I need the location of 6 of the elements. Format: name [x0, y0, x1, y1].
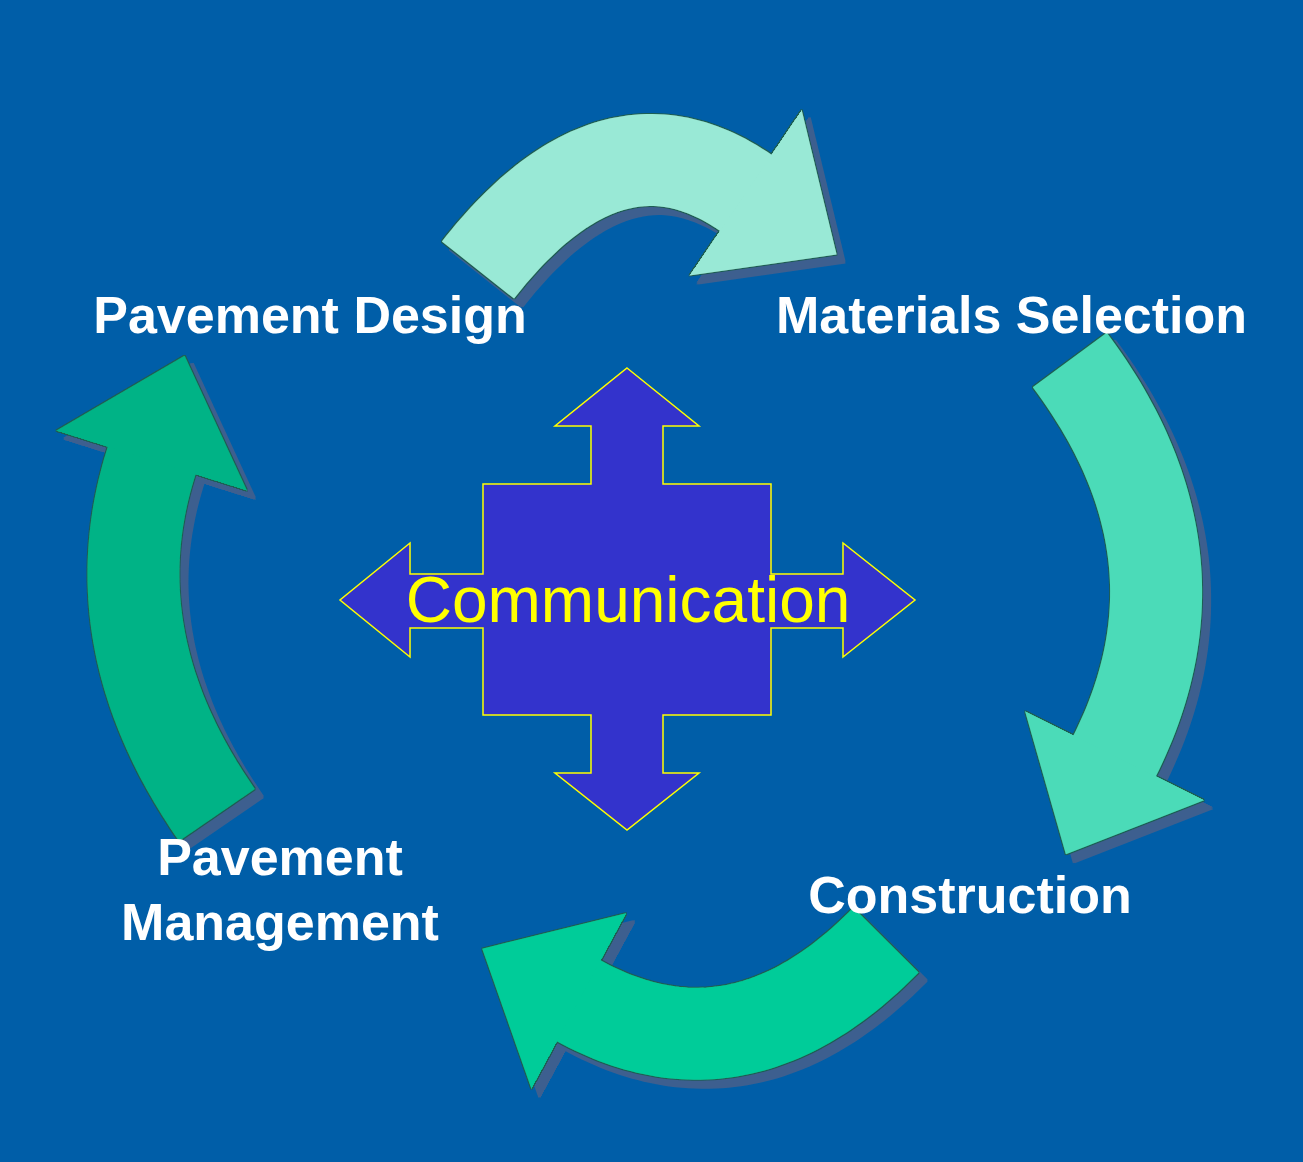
node-label: Pavement Management	[120, 827, 440, 953]
node-label: Pavement Design	[93, 284, 527, 346]
four-way-arrow	[338, 366, 918, 834]
node-label: Communication	[405, 563, 851, 637]
node-label: Materials Selection	[775, 284, 1248, 346]
node-label: Construction	[808, 864, 1132, 926]
